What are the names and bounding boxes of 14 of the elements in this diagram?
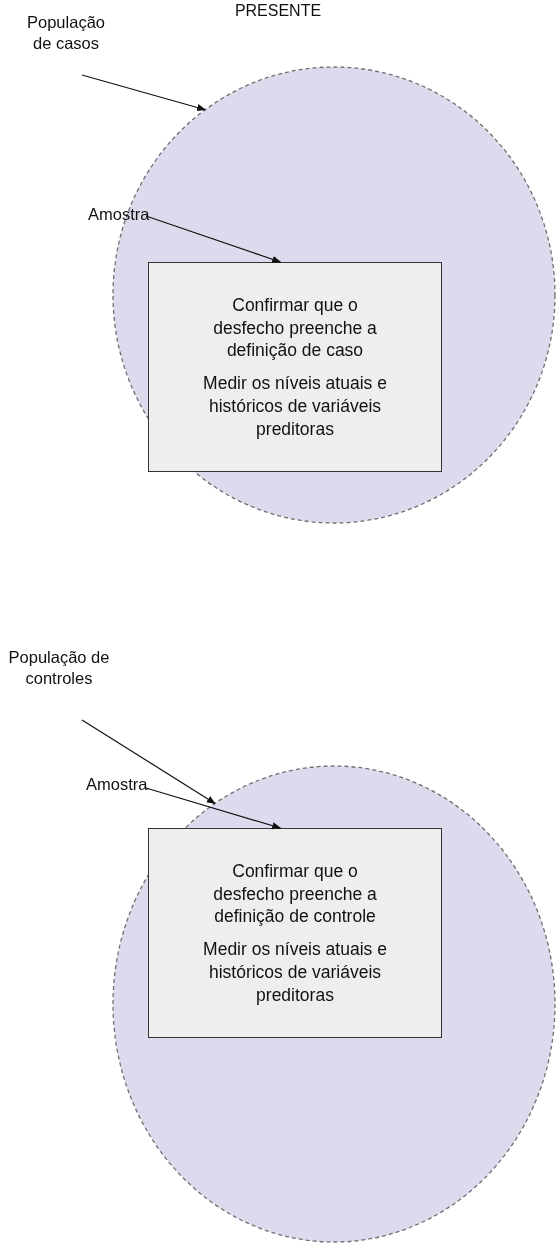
process-box (148, 262, 442, 472)
leader-arrow (81, 74, 207, 111)
leader-arrow (81, 719, 216, 805)
label-text: População de controles (0, 647, 118, 690)
box-text: Medir os níveis atuais e históricos de variáveis preditoras (202, 938, 388, 1007)
title: PRESENTE (233, 2, 323, 20)
label-text: População de casos (18, 12, 114, 55)
box-text: Confirmar que o desfecho preenche a definição de caso (212, 293, 378, 362)
leader-arrow (145, 787, 282, 830)
label-text: Amostra (88, 204, 152, 226)
label-text: Amostra (86, 774, 150, 796)
box-text: Medir os níveis atuais e históricos de variáveis preditoras (202, 372, 388, 441)
box-text: Confirmar que o desfecho preenche a definição de controle (212, 859, 378, 928)
process-box (148, 828, 442, 1038)
